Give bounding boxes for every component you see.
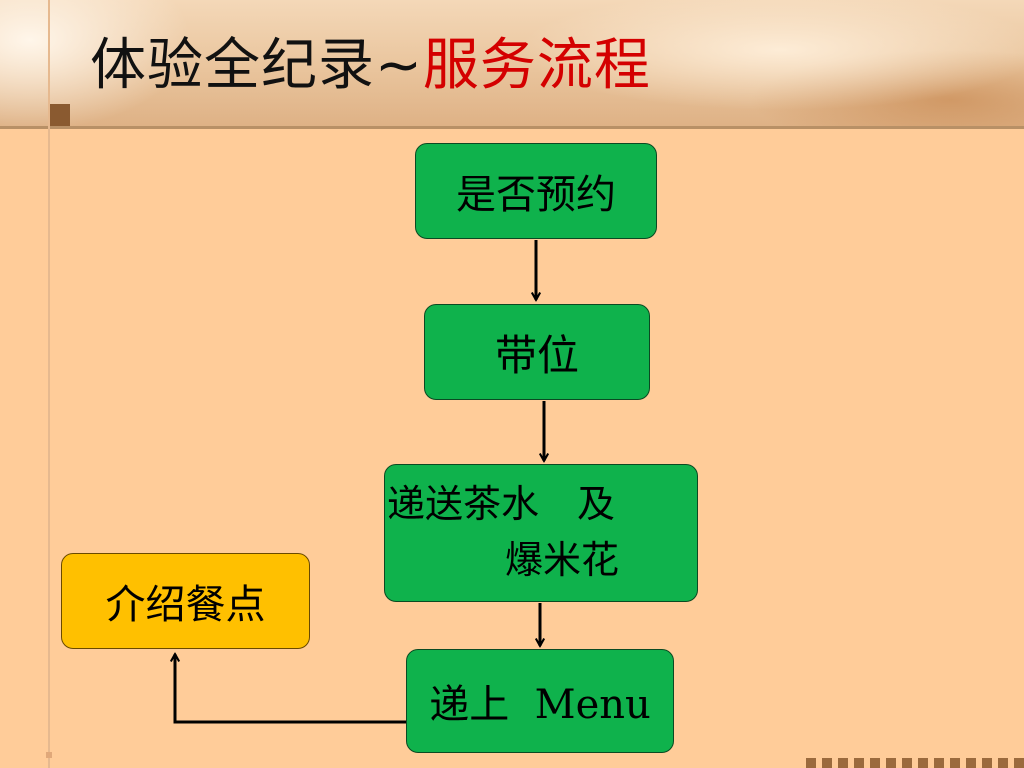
page-title: 体验全纪录~服务流程 [90, 26, 651, 106]
step-introduce-dishes: 介绍餐点 [61, 553, 310, 649]
step-label-line1: 递送茶水 及 [387, 482, 616, 526]
step-tea-popcorn: 递送茶水 及 爆米花 [384, 464, 698, 602]
decorative-square [50, 104, 70, 126]
step-seating: 带位 [424, 304, 650, 400]
decorative-small-square [46, 752, 52, 758]
step-label: 递上 Menu [429, 682, 651, 728]
step-label: 介绍餐点 [105, 582, 266, 628]
arrow-step4-to-side-step [175, 654, 406, 724]
step-reservation-check: 是否预约 [415, 143, 657, 239]
left-vertical-rule [48, 0, 50, 768]
header-divider [0, 126, 1024, 129]
title-part-black: 体验全纪录~ [90, 33, 423, 98]
step-label: 带位 [494, 330, 579, 380]
step-menu: 递上 Menu [406, 649, 674, 753]
title-part-red: 服务流程 [422, 33, 651, 98]
header-banner [0, 0, 1024, 128]
step-label-line2: 爆米花 [505, 538, 620, 582]
step-label: 是否预约 [456, 172, 616, 218]
decorative-dot-strip [806, 758, 1024, 768]
